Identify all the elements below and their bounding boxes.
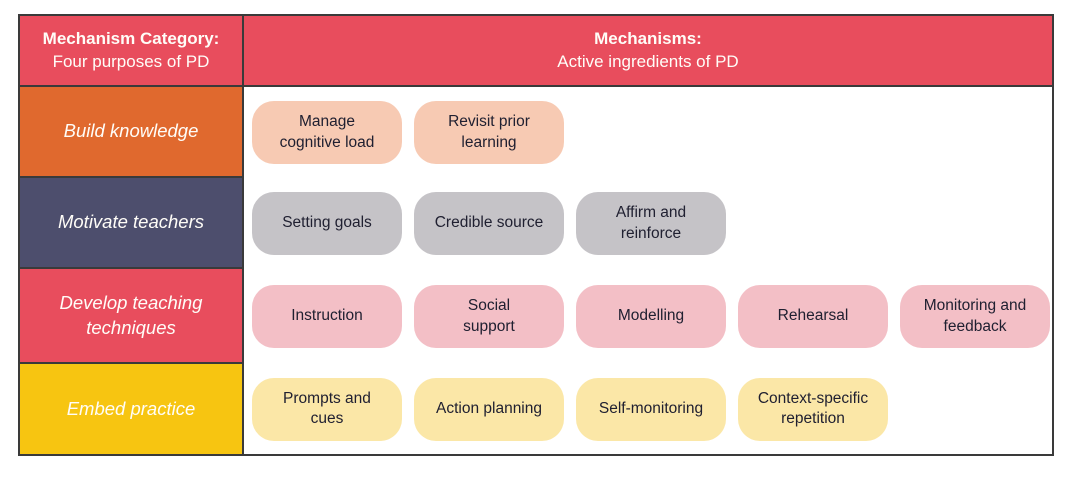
mechanisms-header-title: Mechanisms: xyxy=(594,28,702,48)
category-embed-practice: Embed practice xyxy=(20,364,242,454)
mechanism-pill: Monitoring and feedback xyxy=(900,285,1050,348)
category-build-knowledge: Build knowledge xyxy=(20,87,242,178)
mechanism-pill: Credible source xyxy=(414,192,564,255)
mechanism-pill: Self-monitoring xyxy=(576,377,726,441)
category-column-header: Mechanism Category: Four purposes of PD xyxy=(20,16,244,87)
category-column: Build knowledge Motivate teachers Develo… xyxy=(20,87,244,454)
mechanisms-header-subtitle: Active ingredients of PD xyxy=(557,51,739,71)
mechanism-pill: Manage cognitive load xyxy=(252,101,402,164)
mechanism-pill: Setting goals xyxy=(252,192,402,255)
mechanisms-row-motivate-teachers: Setting goals Credible source Affirm and… xyxy=(244,178,1052,269)
pd-mechanisms-table: Mechanism Category: Four purposes of PD … xyxy=(18,14,1054,456)
mechanism-pill: Context-specific repetition xyxy=(738,377,888,441)
mechanism-pill: Prompts and cues xyxy=(252,377,402,441)
mechanism-pill: Affirm and reinforce xyxy=(576,192,726,255)
mechanisms-row-develop-teaching-techniques: Instruction Social support Modelling Reh… xyxy=(244,269,1052,364)
mechanism-pill: Modelling xyxy=(576,285,726,348)
mechanisms-area: Manage cognitive load Revisit prior lear… xyxy=(244,87,1052,454)
category-motivate-teachers: Motivate teachers xyxy=(20,178,242,269)
mechanisms-column-header: Mechanisms: Active ingredients of PD xyxy=(244,16,1052,87)
category-header-title: Mechanism Category: xyxy=(42,28,220,48)
mechanism-pill: Revisit prior learning xyxy=(414,101,564,164)
mechanisms-row-embed-practice: Prompts and cues Action planning Self-mo… xyxy=(244,364,1052,454)
mechanism-pill: Instruction xyxy=(252,285,402,348)
mechanisms-row-build-knowledge: Manage cognitive load Revisit prior lear… xyxy=(244,87,1052,178)
category-develop-teaching-techniques: Develop teaching techniques xyxy=(20,269,242,364)
mechanism-pill: Social support xyxy=(414,285,564,348)
category-header-subtitle: Four purposes of PD xyxy=(52,51,210,71)
mechanism-pill: Rehearsal xyxy=(738,285,888,348)
mechanism-pill: Action planning xyxy=(414,377,564,441)
